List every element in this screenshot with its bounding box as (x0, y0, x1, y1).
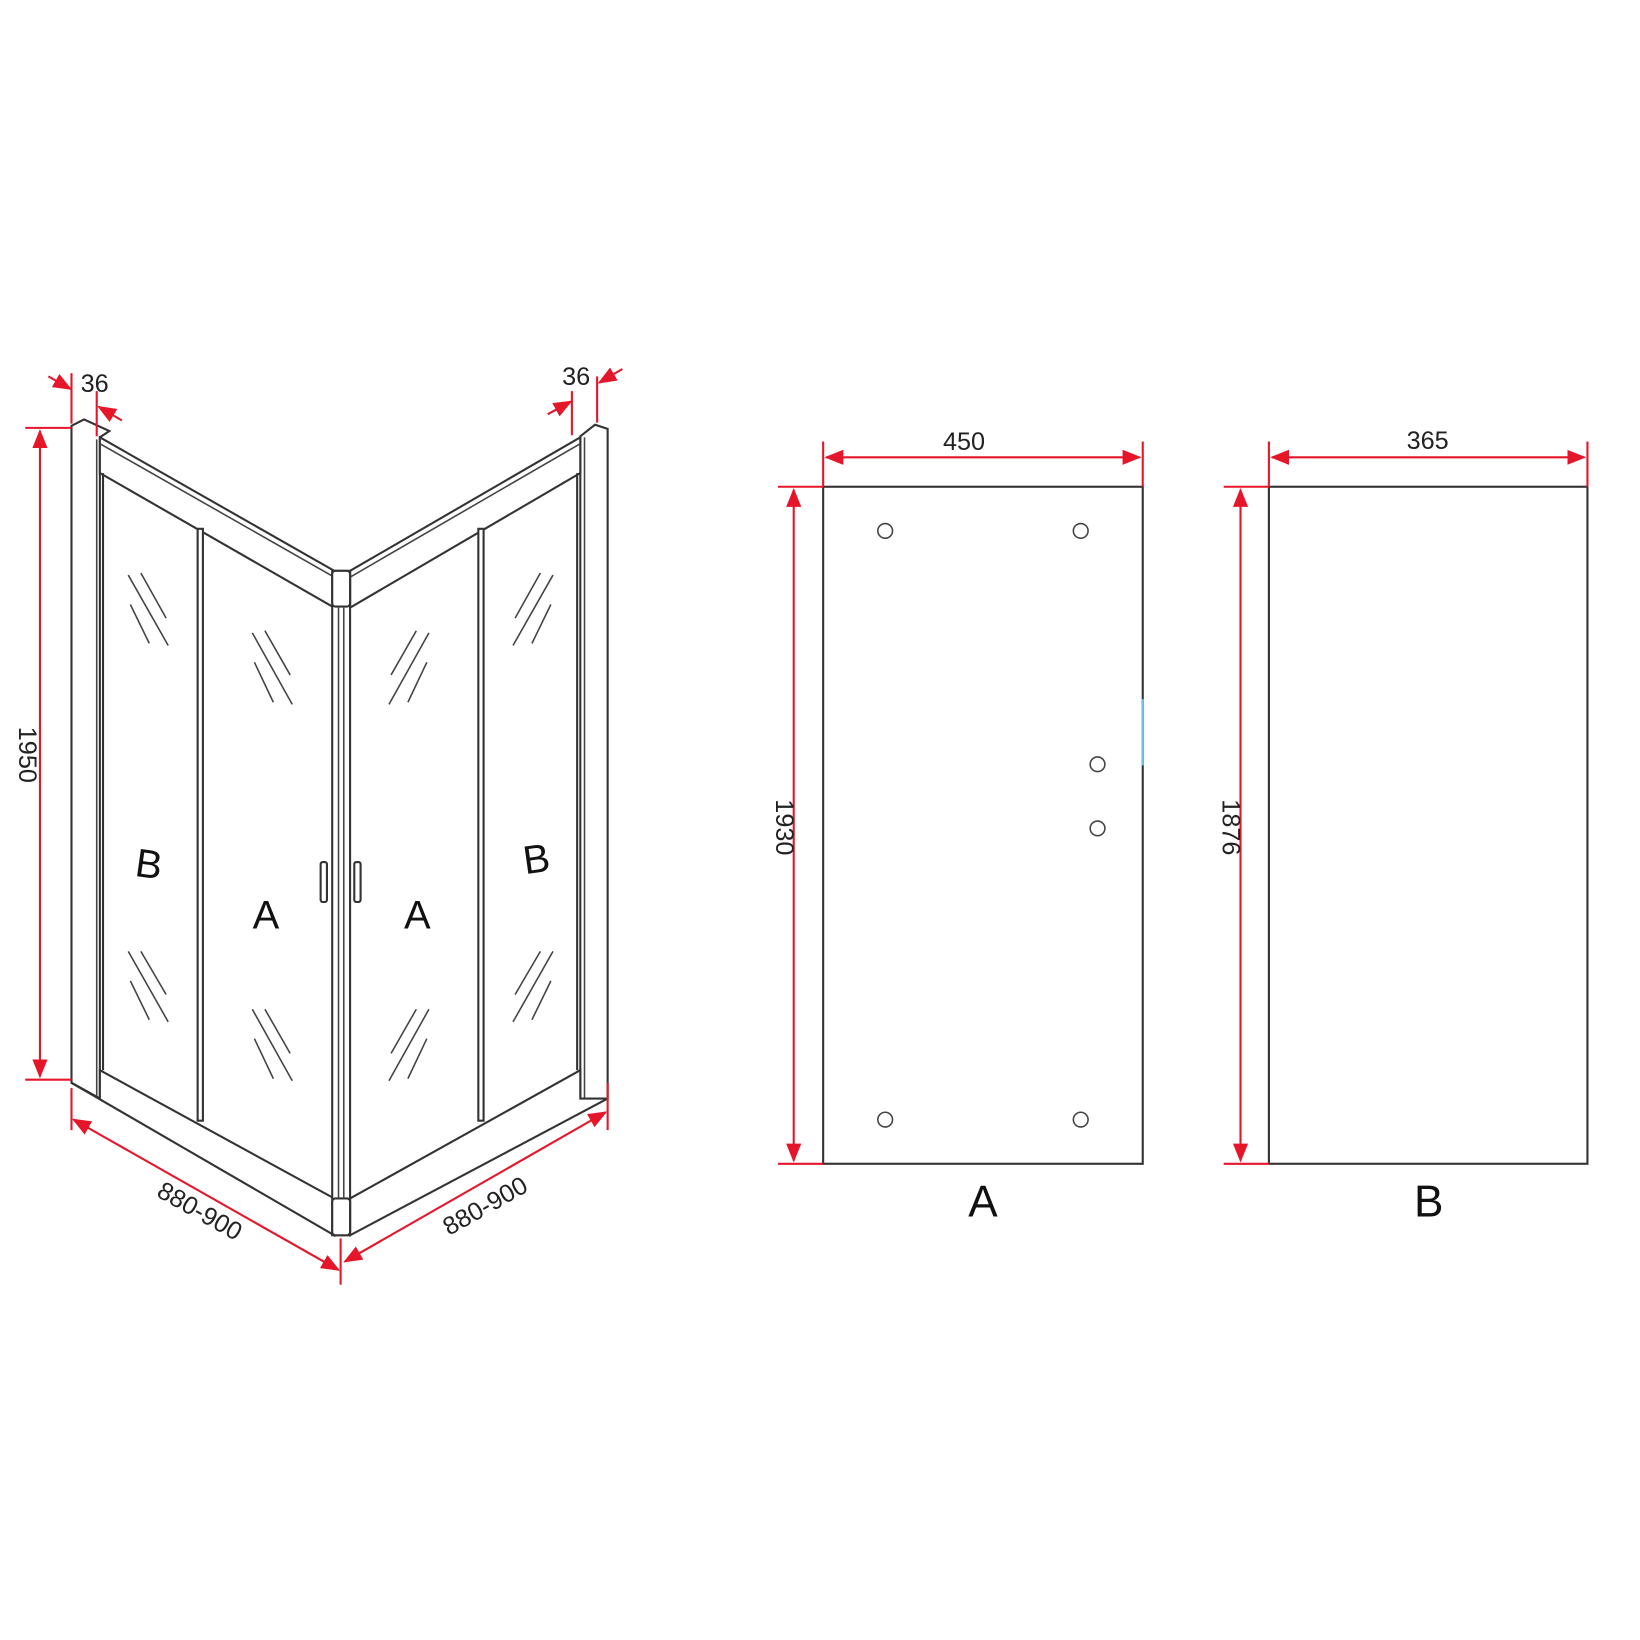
panel-a-width: 450 (943, 428, 985, 456)
isometric-enclosure: B A A B 1950 36 36 880-90 (13, 363, 623, 1285)
svg-text:1950: 1950 (13, 727, 41, 783)
door-handle-right (353, 861, 362, 904)
panel-divider-left (196, 527, 204, 1122)
height-dimension: 1950 (13, 426, 72, 1081)
panel-label-a-right: A (404, 893, 431, 937)
door-handle-left (319, 861, 329, 904)
panel-label-b-right: B (520, 836, 553, 883)
panel-divider-right (477, 527, 485, 1122)
panel-b-height: 1876 (1217, 799, 1245, 855)
svg-text:36: 36 (81, 370, 109, 398)
panel-b-outline (1267, 485, 1589, 1165)
depth-dimension-left: 36 (47, 370, 123, 437)
panel-b-width: 365 (1407, 427, 1449, 455)
corner-post (331, 569, 352, 1237)
svg-text:880-900: 880-900 (152, 1176, 246, 1246)
panel-b-label: B (1414, 1177, 1443, 1226)
panel-a-drawing: 450 1930 A (770, 428, 1144, 1226)
panel-b-drawing: 365 1876 B (1217, 427, 1589, 1226)
panel-a-label: A (968, 1177, 998, 1226)
panel-a-outline (822, 485, 1144, 1165)
svg-text:36: 36 (562, 363, 590, 391)
glass-reflection-marks (127, 572, 554, 1082)
panel-a-height: 1930 (770, 799, 798, 855)
panel-label-a-left: A (253, 893, 280, 937)
right-wall-post (579, 423, 609, 1100)
panel-label-b-left: B (133, 841, 166, 888)
panel-a-holes (877, 522, 1106, 1128)
depth-dimension-right: 36 (547, 363, 623, 436)
